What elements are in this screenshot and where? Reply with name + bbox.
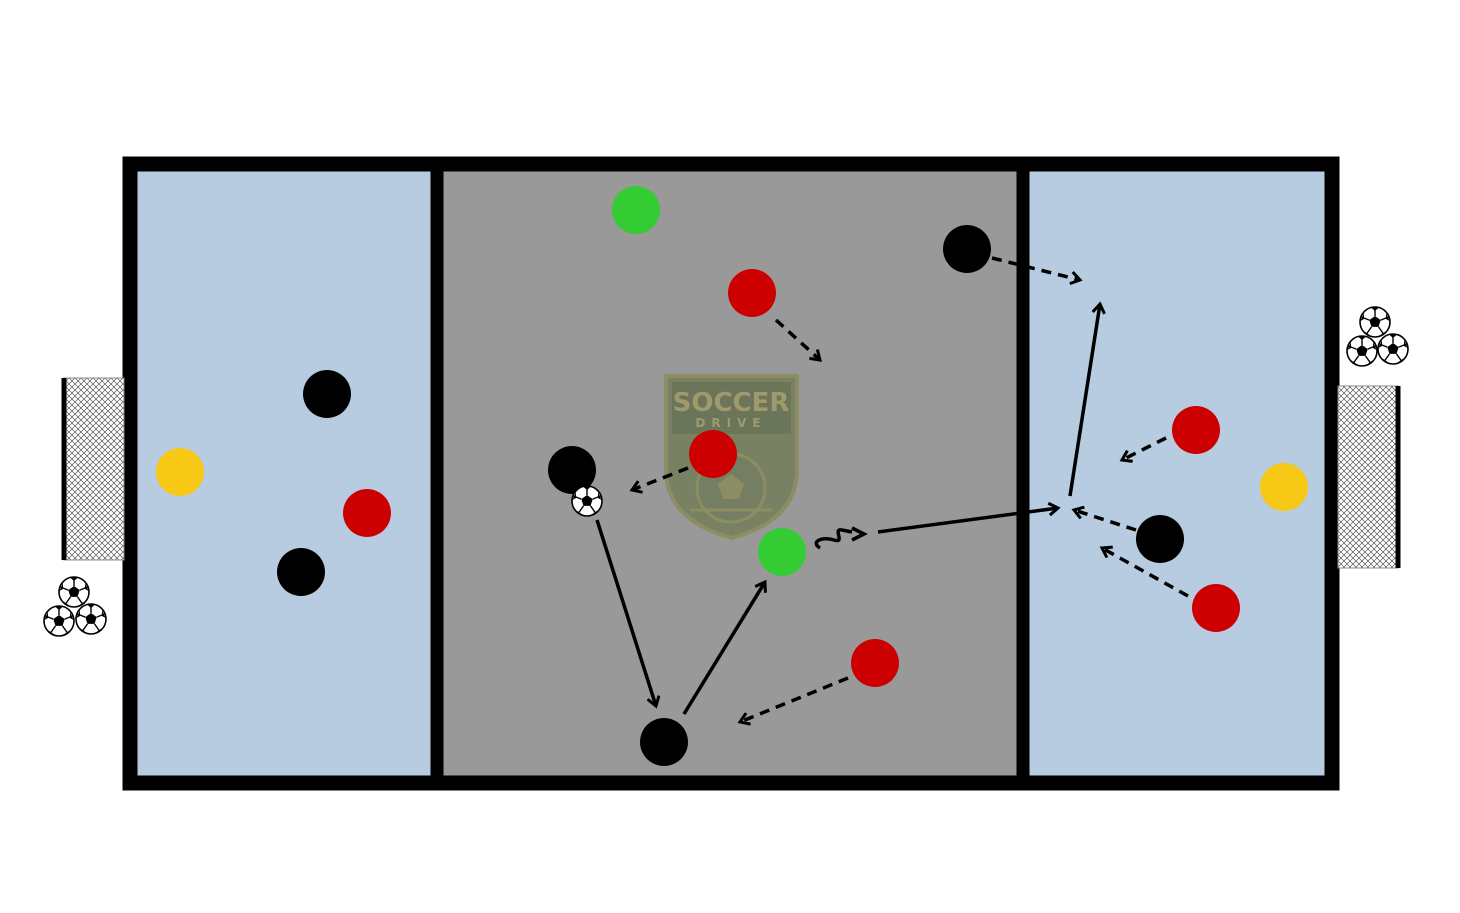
player-red [851,639,899,687]
logo-text-soccer: SOCCER [673,388,790,418]
player-green [758,528,806,576]
player-red [728,269,776,317]
dribble-squiggle [814,528,853,550]
dashed-arrow-run [1122,436,1167,460]
dashed-runs [632,256,1189,722]
player-black [1136,515,1184,563]
goal-net-icon [63,377,125,561]
player-red [1172,406,1220,454]
dashed-arrow-run [1074,510,1137,532]
dashed-arrow-run [991,256,1080,280]
goalkeeper-yellow [1260,463,1308,511]
player-black [548,446,596,494]
right-goal [1337,385,1401,569]
right-ball-stack [1346,306,1409,367]
passes [595,304,1100,715]
soccer-ball-icon [1359,306,1391,338]
logo-text-drive: DRIVE [695,416,766,430]
solid-arrow-pass [1068,304,1100,497]
solid-arrow-pass [595,519,656,706]
dashed-arrow-run [774,318,820,360]
player-red [1192,584,1240,632]
field-border [122,156,1340,791]
soccer-ball-icon [58,576,90,608]
player-black [640,718,688,766]
solid-arrow-pass [682,582,765,715]
left-goal [61,377,125,561]
soccer-ball-icon [571,485,603,517]
player-red [689,430,737,478]
soccer-ball-icon [75,603,107,635]
solid-arrow-pass [877,508,1058,534]
soccer-ball-icon [1377,333,1409,365]
player-green [612,186,660,234]
player-red [343,489,391,537]
dashed-arrow-run [740,676,849,722]
player-black [277,548,325,596]
players [156,186,1308,766]
left-ball-stack [43,576,107,637]
goalkeeper-yellow [156,448,204,496]
goal-net-icon [1337,385,1399,569]
soccer-ball-icon [43,605,75,637]
player-black [943,225,991,273]
soccer-ball-icon [1346,335,1378,367]
player-black [303,370,351,418]
